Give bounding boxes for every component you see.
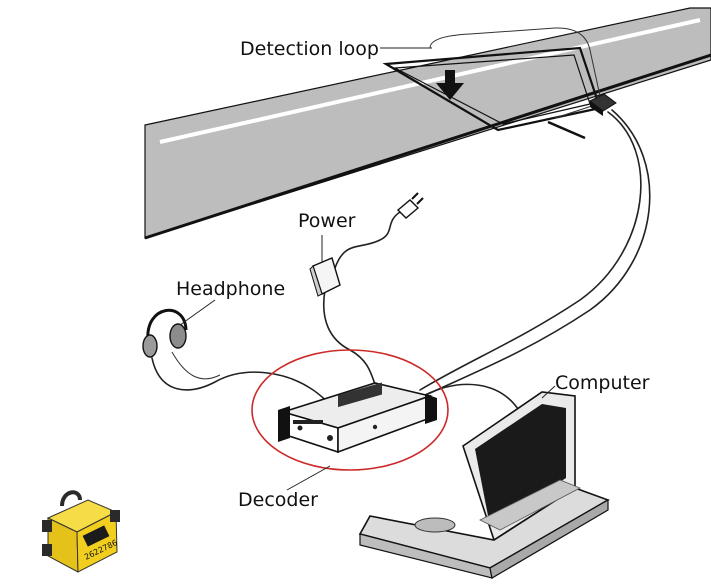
- detection-loop-stub: [547, 120, 586, 140]
- computer-label: Computer: [555, 372, 650, 394]
- headphone-icon: [142, 308, 188, 358]
- power-label: Power: [298, 210, 356, 232]
- road-surface: [144, 7, 711, 239]
- power-adapter-icon: [309, 257, 341, 297]
- loop-cable-2: [427, 109, 651, 395]
- headphone-cable-2: [171, 351, 221, 380]
- direction-arrow-icon: [436, 70, 464, 100]
- road-bottom-edge: [144, 53, 711, 240]
- road: [144, 7, 711, 240]
- decoder-label: Decoder: [238, 489, 318, 511]
- detection-loop-wire: [429, 27, 601, 97]
- headphone-label: Headphone: [176, 278, 285, 300]
- computer-leader: [541, 385, 556, 399]
- decoder-leader: [286, 465, 331, 491]
- transponder-icon: 2622786: [42, 490, 120, 573]
- headphone-leader: [179, 299, 216, 326]
- leader-lines: [179, 47, 556, 491]
- lane-line: [159, 18, 701, 144]
- power-plug-cable: [334, 211, 401, 269]
- detection-loop: [382, 27, 617, 140]
- power-cable: [323, 289, 379, 393]
- cables: [151, 109, 651, 413]
- loop-cable: [419, 111, 642, 391]
- headphone-cable: [151, 357, 331, 405]
- detection-loop-label: Detection loop: [240, 38, 379, 60]
- decoder-highlight-ellipse: [251, 349, 449, 471]
- power-plug-icon: [396, 192, 424, 219]
- decoder-icon: [278, 382, 437, 454]
- computer-icon: [358, 391, 610, 579]
- computer-cable: [424, 383, 521, 413]
- loop-connector: [589, 93, 617, 116]
